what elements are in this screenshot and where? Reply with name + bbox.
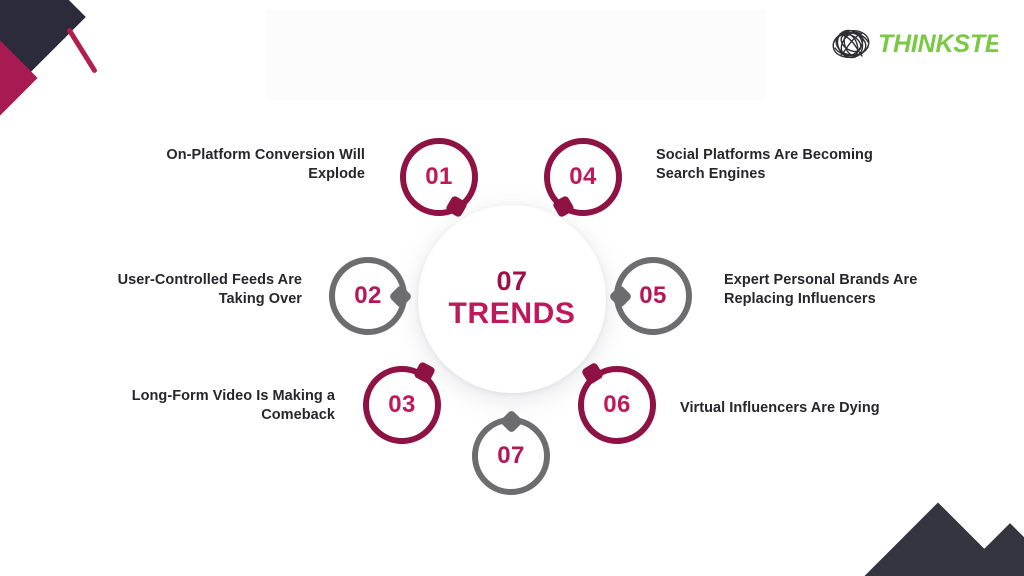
hub-count: 07 bbox=[496, 266, 528, 297]
node-01-ring: 01 bbox=[400, 138, 478, 216]
hub-label: TRENDS bbox=[448, 297, 576, 331]
brand-wordmark-text: THINKSTER bbox=[878, 30, 998, 58]
brand-logo: THINKSTER bbox=[828, 24, 998, 64]
caption-02: User-Controlled Feeds Are Taking Over bbox=[117, 272, 302, 308]
caption-01: On-Platform Conversion Will Explode bbox=[166, 147, 365, 183]
wheel-hub: 07 TRENDS bbox=[418, 205, 606, 393]
node-05-number: 05 bbox=[639, 282, 667, 309]
node-06-number: 06 bbox=[603, 391, 631, 418]
wheel-node-04[interactable]: 04 bbox=[544, 138, 622, 219]
wheel-node-07[interactable]: 07 bbox=[472, 409, 550, 495]
node-07-number: 07 bbox=[497, 442, 525, 469]
wheel-node-02[interactable]: 02 bbox=[329, 257, 413, 335]
wheel-node-03[interactable]: 03 bbox=[363, 361, 441, 444]
node-03-number: 03 bbox=[388, 391, 416, 418]
caption-05: Expert Personal Brands Are Replacing Inf… bbox=[724, 272, 918, 308]
node-02-number: 02 bbox=[354, 282, 382, 309]
node-04-number: 04 bbox=[569, 163, 597, 190]
caption-06: Virtual Influencers Are Dying bbox=[680, 400, 880, 416]
node-01-number: 01 bbox=[425, 163, 453, 190]
caption-04: Social Platforms Are Becoming Search Eng… bbox=[656, 147, 873, 183]
wheel-node-05[interactable]: 05 bbox=[608, 257, 692, 335]
wheel-node-06[interactable]: 06 bbox=[578, 361, 656, 444]
brand-wordmark: THINKSTER bbox=[878, 30, 998, 58]
caption-03: Long-Form Video Is Making a Comeback bbox=[131, 388, 335, 424]
wheel-node-01[interactable]: 01 bbox=[400, 138, 478, 219]
top-faint-panel bbox=[266, 10, 766, 100]
scribble-scrawl-icon bbox=[832, 29, 870, 59]
